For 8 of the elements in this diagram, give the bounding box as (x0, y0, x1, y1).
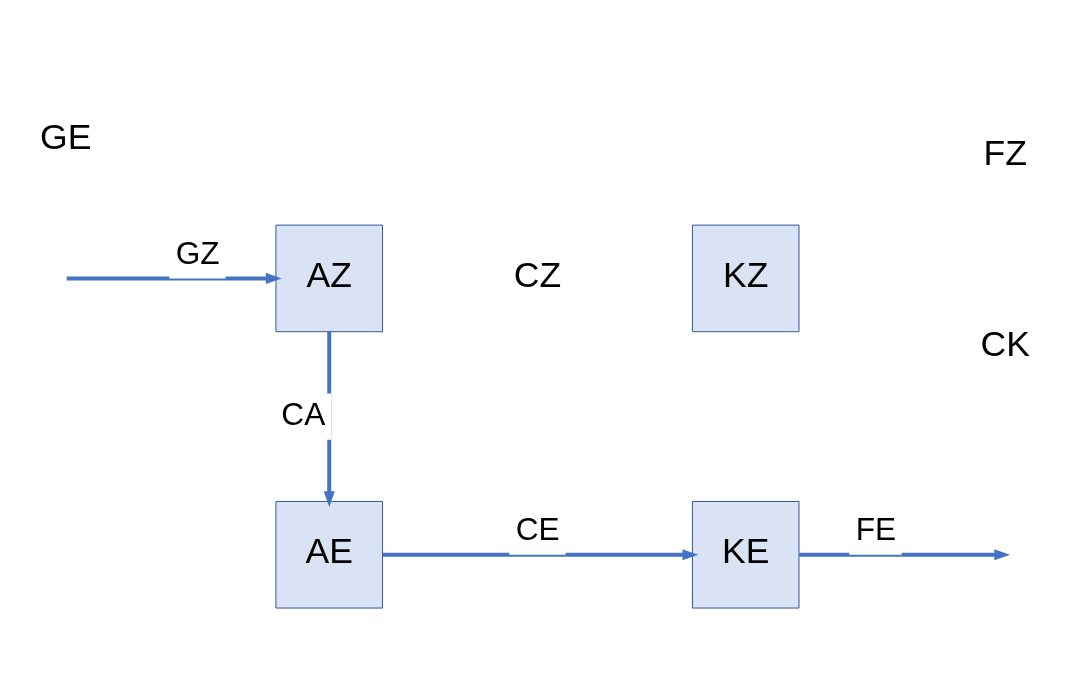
label: GE (40, 116, 92, 157)
edge-label: CA (281, 395, 326, 432)
label: CZ (513, 254, 562, 295)
label: CK (980, 323, 1030, 364)
edge-label: FE (855, 510, 897, 547)
label: FZ (983, 132, 1027, 173)
edge-label: CE (515, 510, 560, 547)
edge-label: GZ (175, 234, 220, 271)
